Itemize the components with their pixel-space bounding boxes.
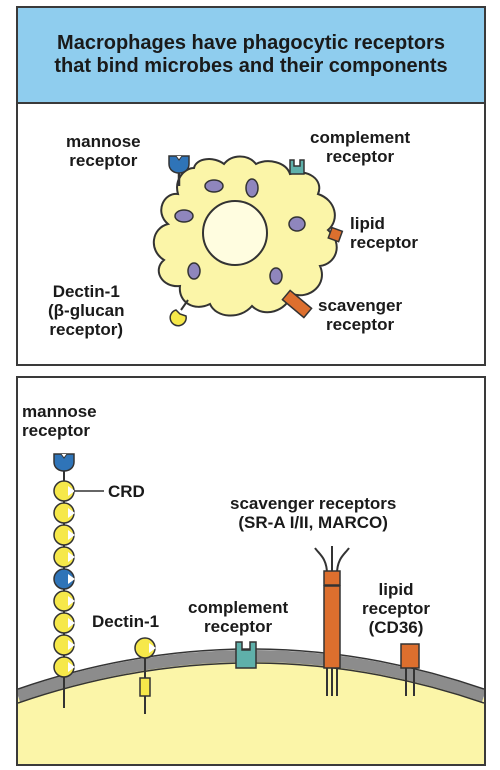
granule bbox=[288, 216, 306, 232]
mannose-receptor-label: mannose receptor bbox=[22, 402, 97, 440]
page-title: Macrophages have phagocytic receptors th… bbox=[54, 32, 448, 77]
lipid-receptor-shape bbox=[327, 226, 344, 243]
granule bbox=[187, 262, 201, 280]
granule bbox=[174, 209, 194, 223]
mannose-receptor-chain bbox=[53, 453, 104, 708]
label-line: (SR-A I/II, MARCO) bbox=[238, 513, 388, 532]
label-line: mannose bbox=[66, 132, 141, 151]
lipid-receptor-structure bbox=[400, 643, 420, 696]
label-line: receptor bbox=[350, 233, 419, 252]
lipid-receptor-label: lipid receptor (CD36) bbox=[362, 580, 430, 637]
complement-receptor-shape bbox=[289, 159, 305, 175]
mannose-receptor-shape bbox=[168, 155, 190, 186]
granule bbox=[204, 179, 224, 193]
mannose-receptor-label: mannose receptor bbox=[66, 132, 141, 170]
label-line: lipid bbox=[350, 214, 385, 233]
label-line: receptor bbox=[69, 151, 138, 170]
complement-receptor-structure bbox=[235, 641, 257, 669]
title-bar: Macrophages have phagocytic receptors th… bbox=[18, 8, 484, 104]
label-line: mannose bbox=[22, 402, 97, 421]
cell-cytoplasm bbox=[18, 658, 484, 764]
label-line: receptor bbox=[326, 315, 395, 334]
label-line: complement bbox=[188, 598, 289, 617]
label-line: (β-glucan bbox=[48, 301, 125, 320]
label-line: Dectin-1 bbox=[52, 282, 120, 301]
label-line: receptor bbox=[326, 147, 395, 166]
scavenger-receptor-label: scavenger receptor bbox=[318, 296, 402, 334]
macrophage-diagram bbox=[153, 155, 344, 327]
receptor-structure-panel: mannose receptor CRD Dectin-1 complement… bbox=[16, 376, 486, 766]
dectin-1-shape bbox=[169, 299, 189, 327]
label-line: scavenger receptors bbox=[230, 494, 397, 513]
label-line: receptor bbox=[204, 617, 273, 636]
scavenger-receptors-label: scavenger receptors (SR-A I/II, MARCO) bbox=[230, 494, 396, 532]
scavenger-receptor-shape bbox=[281, 289, 313, 319]
dectin-1-structure bbox=[134, 637, 156, 714]
label-line: lipid bbox=[378, 580, 414, 599]
nucleus bbox=[202, 200, 268, 266]
complement-receptor-label: complement receptor bbox=[188, 598, 288, 636]
label-line: complement bbox=[310, 128, 411, 147]
lipid-receptor-label: lipid receptor bbox=[350, 214, 418, 252]
receptor-structure-diagram bbox=[18, 453, 484, 764]
label-line: (CD36) bbox=[368, 618, 424, 637]
granule bbox=[269, 267, 283, 285]
label-line: receptor) bbox=[49, 320, 124, 339]
label-line: receptor bbox=[22, 421, 91, 440]
dectin-1-label: Dectin-1 bbox=[92, 612, 160, 631]
dectin-1-label: Dectin-1 (β-glucan receptor) bbox=[48, 282, 124, 339]
macrophage-panel: Macrophages have phagocytic receptors th… bbox=[16, 6, 486, 366]
label-line: receptor bbox=[362, 599, 431, 618]
scavenger-receptor-structure bbox=[314, 546, 350, 696]
label-line: scavenger bbox=[318, 296, 403, 315]
granule bbox=[245, 178, 259, 198]
complement-receptor-label: complement receptor bbox=[310, 128, 410, 166]
crd-label: CRD bbox=[108, 482, 145, 501]
